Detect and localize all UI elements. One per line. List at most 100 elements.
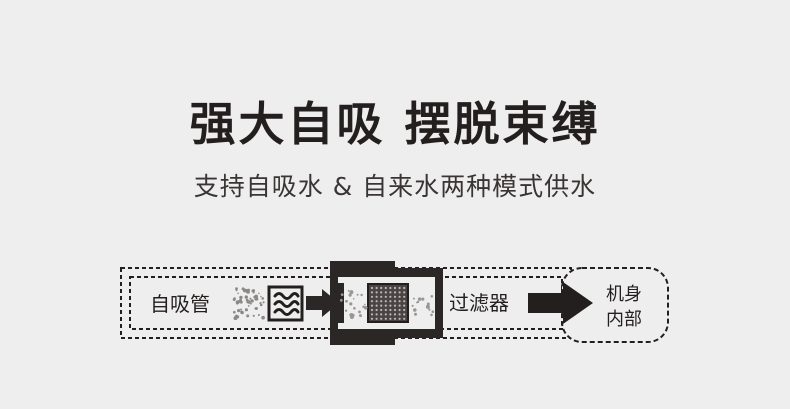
filter-mesh-dot bbox=[370, 300, 374, 303]
particle-dot bbox=[360, 293, 363, 297]
filter-mesh-dot bbox=[393, 317, 397, 320]
filter-mesh-dot bbox=[370, 286, 374, 290]
filter-mesh-dot bbox=[375, 300, 378, 303]
filter-mesh-dot bbox=[393, 304, 397, 307]
particle-dot bbox=[251, 289, 254, 293]
particle-dot bbox=[235, 287, 238, 291]
filter-mesh-dot bbox=[384, 304, 387, 307]
outflow-arrow-icon bbox=[528, 282, 593, 324]
particle-dot bbox=[426, 302, 430, 306]
filter-element-icon bbox=[367, 283, 409, 323]
subheadline: 支持自吸水 & 自来水两种模式供水 bbox=[193, 172, 597, 201]
machine-body-label-line1: 机身 bbox=[606, 284, 642, 305]
filter-mesh-dot bbox=[403, 308, 406, 312]
filter-mesh-dot bbox=[384, 291, 387, 294]
filter-mesh-dot bbox=[403, 300, 406, 303]
particle-dot bbox=[349, 313, 353, 317]
filter-mesh-dot bbox=[398, 304, 401, 307]
particle-dot bbox=[235, 289, 238, 292]
particle-dot bbox=[254, 296, 259, 301]
particle-dot bbox=[244, 295, 248, 299]
particle-dot bbox=[240, 310, 244, 315]
particle-dot bbox=[412, 297, 415, 300]
particle-dot bbox=[430, 313, 433, 317]
particle-dot bbox=[259, 303, 263, 307]
particle-dot bbox=[413, 308, 417, 312]
water-particles-mid bbox=[339, 289, 368, 319]
filter-mesh-dot bbox=[380, 291, 383, 294]
inlet-label: 自吸管 bbox=[150, 292, 210, 316]
suction-arrow-icon bbox=[306, 289, 339, 317]
particle-dot bbox=[241, 287, 245, 291]
particle-dot bbox=[236, 302, 239, 305]
particle-dot bbox=[246, 301, 249, 304]
particle-dot bbox=[238, 299, 243, 303]
filter-mesh bbox=[370, 286, 406, 320]
water-particles-filter bbox=[411, 295, 435, 317]
filter-mesh-dot bbox=[375, 304, 378, 307]
filter-mesh-dot bbox=[370, 308, 374, 312]
filter-mesh-dot bbox=[384, 313, 387, 316]
filter-mesh-dot bbox=[403, 313, 406, 316]
filter-mesh-dot bbox=[380, 313, 383, 316]
particle-dot bbox=[349, 302, 353, 306]
particle-dot bbox=[261, 297, 265, 300]
particle-dot bbox=[417, 297, 422, 301]
filter-mesh-dot bbox=[403, 304, 406, 307]
particle-dot bbox=[349, 290, 354, 295]
particle-dot bbox=[428, 308, 431, 311]
particle-dot bbox=[247, 288, 250, 292]
particle-dot bbox=[237, 292, 239, 295]
particle-dot bbox=[254, 307, 257, 310]
particle-dot bbox=[362, 305, 365, 309]
filter-mesh-dot bbox=[375, 313, 378, 316]
particle-dot bbox=[358, 310, 361, 314]
filter-mesh-dot bbox=[380, 295, 383, 298]
particle-dot bbox=[359, 314, 362, 318]
particle-dot bbox=[257, 314, 260, 316]
particle-dot bbox=[233, 310, 236, 314]
filter-mesh-dot bbox=[393, 313, 397, 316]
particle-dot bbox=[260, 295, 262, 298]
particle-dot bbox=[261, 315, 265, 320]
filter-mesh-dot bbox=[370, 295, 374, 298]
particle-dot bbox=[421, 297, 425, 301]
filter-mesh-dot bbox=[380, 304, 383, 307]
particle-dot bbox=[364, 307, 367, 310]
particle-dot bbox=[347, 289, 350, 292]
filter-mesh-dot bbox=[384, 308, 387, 312]
filter-mesh-dot bbox=[398, 308, 401, 312]
filter-mesh-dot bbox=[375, 295, 378, 298]
water-particles-inlet bbox=[232, 287, 265, 321]
particle-dot bbox=[352, 298, 355, 300]
filter-mesh-dot bbox=[375, 291, 378, 294]
filter-label: 过滤器 bbox=[449, 291, 509, 315]
particle-dot bbox=[262, 301, 265, 304]
filter-mesh-dot bbox=[384, 317, 387, 320]
filter-mesh-dot bbox=[389, 304, 392, 307]
filter-mesh-dot bbox=[393, 308, 397, 312]
particle-dot bbox=[425, 304, 430, 309]
filter-mesh-dot bbox=[380, 300, 383, 303]
filter-mesh-dot bbox=[389, 300, 392, 303]
filter-mesh-dot bbox=[393, 291, 397, 294]
filter-mesh-dot bbox=[370, 317, 374, 320]
particle-dot bbox=[249, 297, 252, 300]
filter-mesh-dot bbox=[380, 317, 383, 320]
particle-dot bbox=[236, 315, 240, 319]
particle-dot bbox=[250, 299, 254, 303]
filter-mesh-dot bbox=[398, 291, 401, 294]
filter-mesh-dot bbox=[393, 295, 397, 298]
filter-mesh-dot bbox=[389, 295, 392, 298]
filter-mesh-dot bbox=[389, 308, 392, 312]
particle-dot bbox=[247, 305, 250, 307]
filter-mesh-dot bbox=[398, 313, 401, 316]
particle-dot bbox=[239, 295, 243, 300]
filter-mesh-dot bbox=[380, 286, 383, 290]
water-wave-icon bbox=[273, 292, 300, 316]
particle-dot bbox=[411, 304, 414, 307]
filter-mesh-dot bbox=[403, 317, 406, 320]
particle-dot bbox=[252, 314, 255, 317]
